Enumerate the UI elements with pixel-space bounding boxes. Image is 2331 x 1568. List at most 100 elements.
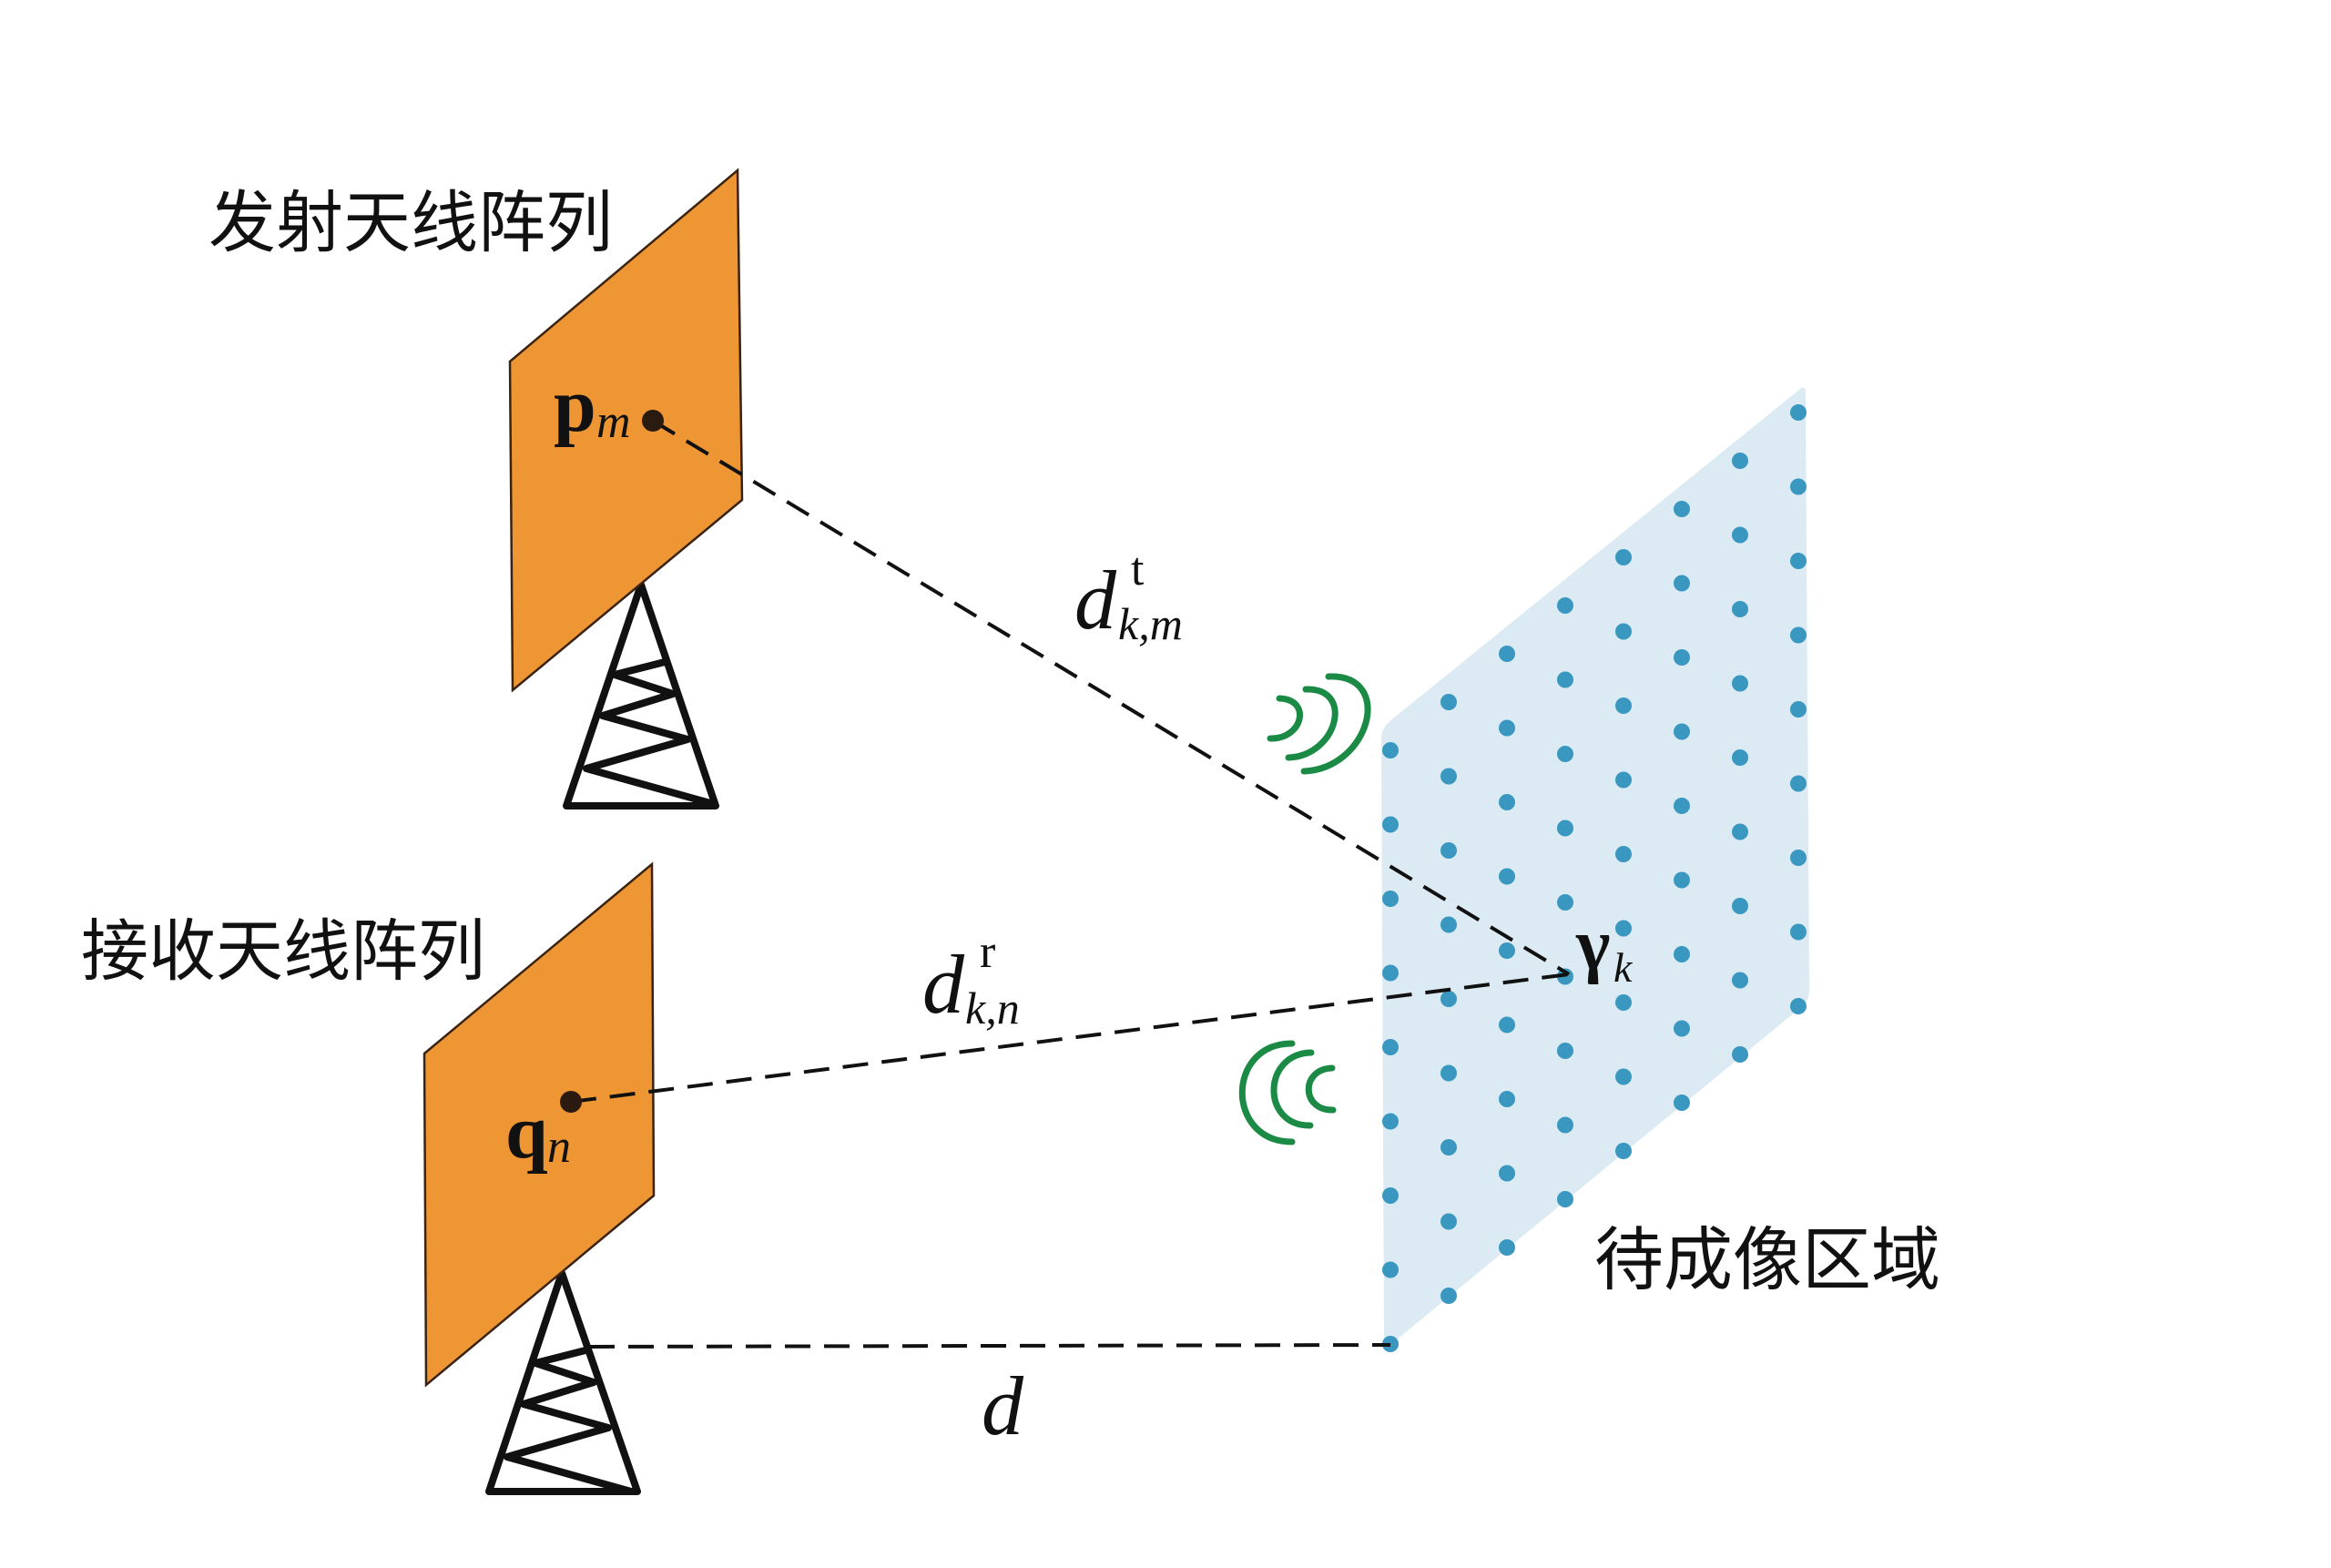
grid-point <box>1615 549 1632 565</box>
baseline-distance-line <box>588 1343 1391 1349</box>
grid-point <box>1674 871 1690 889</box>
receive-antenna-panel <box>422 861 656 1388</box>
grid-point <box>1674 798 1690 814</box>
grid-point <box>1499 794 1515 810</box>
grid-point <box>1790 775 1807 792</box>
grid-point <box>1674 501 1690 517</box>
scatter-coefficient-subscript: k <box>1613 944 1634 991</box>
grid-point <box>1790 998 1807 1014</box>
grid-point <box>1440 916 1457 933</box>
grid-point <box>1440 991 1457 1007</box>
grid-point <box>1499 1165 1515 1182</box>
grid-point <box>1382 1187 1399 1204</box>
imaging-region-label: 待成像区域 <box>1594 1219 1940 1300</box>
grid-point <box>1790 553 1807 569</box>
grid-point <box>1615 846 1632 862</box>
grid-point <box>1499 1239 1515 1256</box>
grid-point <box>1674 575 1690 592</box>
grid-point <box>1557 1043 1573 1059</box>
grid-point <box>1499 942 1515 959</box>
grid-point <box>1615 623 1632 640</box>
receive-element-base: q <box>505 1090 548 1175</box>
receive-element-point <box>560 1091 582 1113</box>
grid-point <box>1674 1020 1690 1037</box>
grid-point <box>1732 601 1748 617</box>
grid-point <box>1674 1095 1690 1111</box>
grid-point <box>1440 1139 1457 1156</box>
receive-distance-superscript: r <box>980 926 995 978</box>
grid-point <box>1674 649 1690 666</box>
outgoing-wave-icon <box>1267 673 1371 775</box>
grid-point <box>1790 850 1807 866</box>
grid-point <box>1732 898 1748 914</box>
grid-point <box>1615 994 1632 1011</box>
grid-point <box>1557 1116 1573 1134</box>
scatter-coefficient-symbol: γ k <box>1575 905 1634 991</box>
transmit-distance-symbol: d t k,m <box>1074 544 1183 649</box>
grid-point <box>1615 771 1632 789</box>
receive-path-line <box>570 972 1570 1104</box>
transmit-distance-superscript: t <box>1131 544 1145 596</box>
grid-point <box>1557 597 1573 614</box>
transmit-element-subscript: m <box>596 396 631 448</box>
receive-element-subscript: n <box>547 1121 571 1173</box>
grid-point <box>1557 820 1573 837</box>
receive-distance-symbol: d r k,n <box>922 926 1020 1033</box>
baseline-distance-symbol: d <box>982 1359 1024 1452</box>
grid-point <box>1440 1213 1457 1230</box>
grid-point <box>1557 746 1573 762</box>
grid-point <box>1732 749 1748 766</box>
transmit-path-line <box>651 419 1571 976</box>
grid-point <box>1674 946 1690 962</box>
grid-point <box>1790 626 1807 644</box>
imaging-grid-points <box>1382 404 1807 1352</box>
grid-point <box>1382 742 1399 759</box>
grid-point <box>1382 964 1399 982</box>
scatter-coefficient-base: γ <box>1575 905 1610 985</box>
grid-point <box>1440 1064 1457 1082</box>
grid-point <box>1499 719 1515 737</box>
grid-point <box>1440 768 1457 785</box>
grid-point <box>1557 671 1573 688</box>
grid-point <box>1440 1288 1457 1304</box>
incoming-wave-icon <box>1238 1040 1337 1145</box>
grid-point <box>1732 526 1748 544</box>
grid-point <box>1382 1113 1399 1130</box>
grid-point <box>1499 646 1515 662</box>
grid-point <box>1382 891 1399 907</box>
grid-point <box>1615 1143 1632 1159</box>
grid-point <box>1615 697 1632 714</box>
grid-point <box>1732 972 1748 989</box>
transmit-element-point <box>642 410 664 432</box>
grid-point <box>1440 694 1457 710</box>
grid-point <box>1790 404 1807 421</box>
transmit-distance-base: d <box>1074 554 1117 647</box>
grid-point <box>1790 923 1807 941</box>
receive-distance-subscript: k,n <box>965 983 1020 1033</box>
grid-point <box>1499 1091 1515 1107</box>
grid-point <box>1557 1191 1573 1207</box>
grid-point <box>1382 1039 1399 1055</box>
receive-element-symbol: q n <box>505 1090 571 1175</box>
receive-distance-base: d <box>922 938 965 1031</box>
grid-point <box>1382 816 1399 833</box>
grid-point <box>1674 723 1690 740</box>
grid-point <box>1557 894 1573 911</box>
imaging-region-panel <box>1381 387 1809 1344</box>
grid-point <box>1790 478 1807 495</box>
transmit-antenna-panel <box>508 168 744 693</box>
grid-point <box>1499 868 1515 885</box>
grid-point <box>1732 453 1748 469</box>
grid-point <box>1615 1068 1632 1085</box>
grid-point <box>1440 842 1457 859</box>
grid-point <box>1615 920 1632 937</box>
transmit-array-label: 发射天线阵列 <box>209 184 613 262</box>
receive-array-label: 接收天线阵列 <box>81 912 485 991</box>
grid-point <box>1732 675 1748 692</box>
grid-point <box>1732 823 1748 840</box>
transmit-distance-subscript: k,m <box>1118 598 1183 649</box>
transmit-tower-icon <box>563 581 719 809</box>
grid-point <box>1382 1261 1399 1278</box>
grid-point <box>1732 1046 1748 1063</box>
